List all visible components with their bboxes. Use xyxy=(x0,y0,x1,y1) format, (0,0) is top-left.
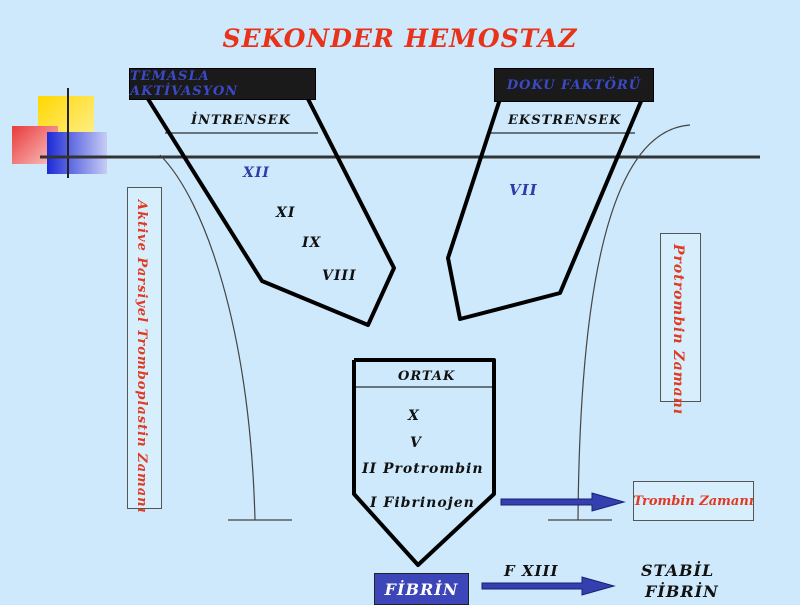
left-funnel-curve xyxy=(159,154,256,521)
aptt-box: Aktive Parsiyel Tromboplastin Zamanı xyxy=(127,187,162,514)
fibrin-box: FİBRİN xyxy=(374,573,469,605)
pt-box: Protrombin Zamanı xyxy=(660,233,701,416)
stable-fibrin-line1: STABİL xyxy=(641,561,715,580)
common-pathway-shape xyxy=(352,358,496,567)
page-title: SEKONDER HEMOSTAZ xyxy=(222,24,578,53)
factor-i-fibrinogen: I Fibrinojen xyxy=(370,495,475,511)
right-funnel-curve xyxy=(577,124,691,521)
factor-ix: IX xyxy=(302,235,322,251)
logo-decoration xyxy=(0,0,120,180)
aptt-label: Aktive Parsiyel Tromboplastin Zamanı xyxy=(134,200,149,514)
fxiii-label: F XIII xyxy=(504,562,559,580)
stable-fibrin-line2: FİBRİN xyxy=(645,582,719,601)
extrinsic-header: DOKU FAKTÖRÜ xyxy=(494,68,654,102)
factor-ii-prothrombin: II Protrombin xyxy=(362,461,484,477)
thrombin-time-box: Trombin Zamanı xyxy=(633,481,754,521)
factor-v: V xyxy=(410,435,422,451)
thrombin-arrow xyxy=(500,492,626,512)
intrinsic-funnel-shape xyxy=(146,97,396,327)
factor-xii: XII xyxy=(243,165,270,181)
extrinsic-label: EKSTRENSEK xyxy=(508,113,622,128)
fxiii-arrow xyxy=(481,576,616,596)
factor-viii: VIII xyxy=(322,268,357,284)
pt-label: Protrombin Zamanı xyxy=(670,244,686,416)
factor-xi: XI xyxy=(276,205,296,221)
intrinsic-header: TEMASLA AKTİVASYON xyxy=(129,68,316,100)
extrinsic-funnel-shape xyxy=(446,98,644,321)
intrinsic-label: İNTRENSEK xyxy=(191,113,291,128)
common-label: ORTAK xyxy=(398,369,456,384)
factor-vii: VII xyxy=(509,181,538,199)
factor-x: X xyxy=(408,408,420,424)
blue-square xyxy=(47,132,107,174)
